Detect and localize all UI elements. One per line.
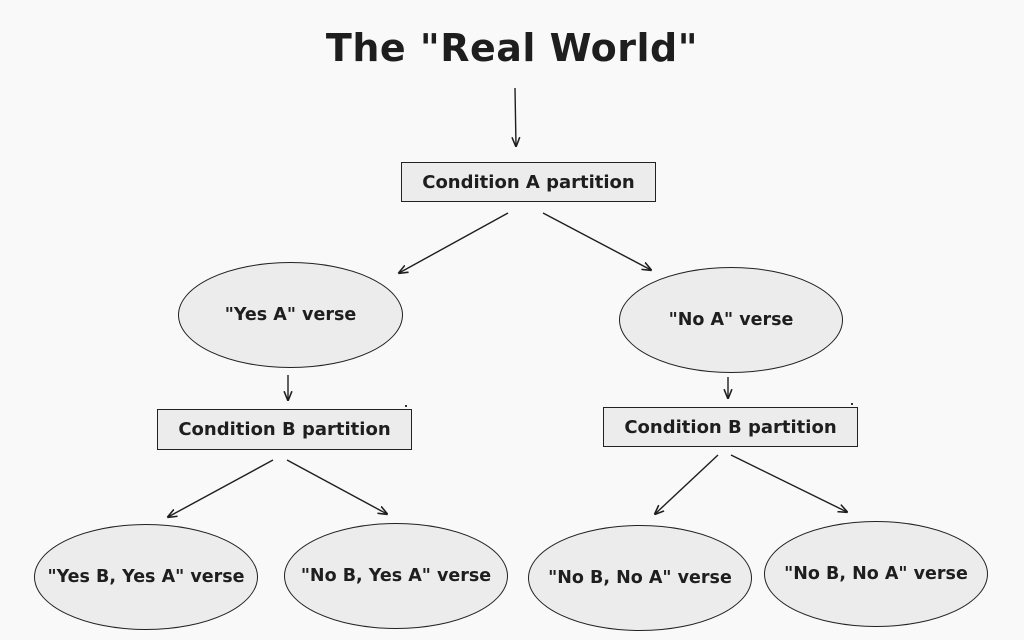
arrow-condition-b-right-to-no-b-left xyxy=(655,454,719,514)
condition-b-partition-right-node: Condition B partition xyxy=(603,407,858,447)
no-a-verse-node: "No A" verse xyxy=(619,267,843,373)
arrow-condition-a-to-yes-a xyxy=(399,212,509,273)
arrow-condition-b-right-to-no-b-right xyxy=(730,454,847,512)
yes-a-verse-node: "Yes A" verse xyxy=(178,262,403,368)
condition-b-partition-left-node: Condition B partition xyxy=(157,409,412,450)
no-b-no-a-verse-left-node: "No B, No A" verse xyxy=(528,525,752,631)
diagram-title: The "Real World" xyxy=(325,26,699,70)
no-b-yes-a-verse-node: "No B, Yes A" verse xyxy=(284,523,508,629)
stray-dot-mark xyxy=(851,403,853,405)
arrow-condition-a-to-no-a xyxy=(542,212,651,270)
arrow-condition-b-left-to-yes-b xyxy=(168,459,274,517)
arrow-title-to-condition-a xyxy=(515,87,516,146)
condition-a-partition-node: Condition A partition xyxy=(401,162,656,202)
arrow-condition-b-left-to-no-b xyxy=(286,459,387,514)
no-b-no-a-verse-right-node: "No B, No A" verse xyxy=(764,521,988,627)
stray-dot-mark xyxy=(405,405,407,407)
yes-b-yes-a-verse-node: "Yes B, Yes A" verse xyxy=(34,524,258,630)
